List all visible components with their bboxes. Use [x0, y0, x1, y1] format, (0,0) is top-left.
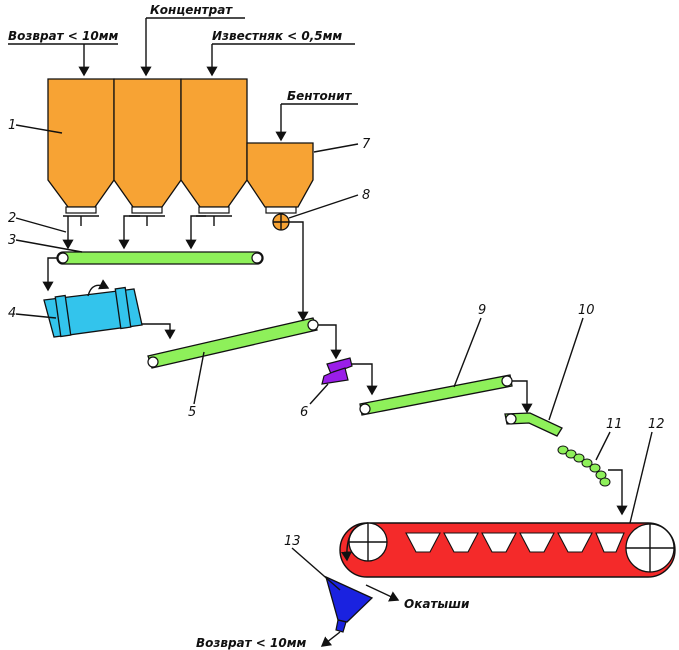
callout-number-6: 6 [300, 405, 308, 420]
roller-1 [557, 445, 569, 455]
arrow-bentonite-to-conveyor5 [289, 221, 309, 322]
arrow-drum-to-conveyor5 [142, 323, 176, 340]
arrow-bunker2-down [118, 215, 140, 250]
crusher [321, 357, 353, 385]
leader-3 [15, 239, 83, 253]
grate-pallet-3 [481, 532, 517, 553]
roller-3 [573, 453, 585, 463]
travelling-grate [339, 522, 676, 578]
distribution-conveyor-10-belt [504, 412, 563, 437]
callout-number-9: 9 [478, 303, 486, 318]
grate-pallet-4 [519, 532, 555, 553]
bentonite-outlet [265, 206, 297, 214]
leader-2 [15, 217, 67, 233]
callout-number-5: 5 [188, 405, 196, 420]
feeder-1 [63, 215, 99, 226]
bunker-3-outlet [198, 206, 230, 214]
arrow-conveyor3-to-drum [42, 257, 57, 292]
feeder-3 [196, 215, 232, 226]
bunker-3 [180, 78, 248, 208]
leader-1 [15, 124, 63, 134]
drum-mixer-band-right [114, 286, 132, 330]
arrow-return-out [320, 631, 341, 647]
roller-screen [557, 445, 611, 487]
leader-9 [453, 317, 482, 388]
crusher-top [326, 357, 353, 375]
output-label-return: Возврат < 10мм [196, 636, 307, 650]
distribution-conveyor-10 [504, 412, 563, 437]
collecting-conveyor-pulley-left [57, 252, 69, 264]
bunker-1-outlet [65, 206, 97, 214]
drum-mixer [43, 279, 143, 338]
grate-pallet-6 [595, 532, 625, 553]
leader-5 [193, 351, 205, 405]
arrow-conveyor9-to-10 [512, 380, 533, 414]
callout-number-8: 8 [362, 188, 370, 203]
bunker-1 [47, 78, 115, 208]
leader-13 [291, 547, 341, 591]
drum-rotation-arrow [87, 279, 110, 297]
leader-7 [313, 143, 359, 153]
output-label-pellets: Окатыши [404, 597, 470, 611]
input-label-concentrate: Концентрат [150, 3, 233, 17]
arrow-grate-discharge [340, 522, 369, 562]
drum-mixer-band-left [54, 294, 72, 338]
conveyor-10-pulley [505, 413, 517, 425]
input-label-bentonite: Бентонит [287, 89, 352, 103]
callout-number-11: 11 [606, 417, 623, 432]
bunker-2 [113, 78, 182, 208]
arrow-conveyor5-to-crusher [318, 324, 342, 360]
conveyor-5-pulley-high [307, 319, 319, 331]
callout-number-12: 12 [648, 417, 665, 432]
callout-number-7: 7 [362, 137, 371, 152]
collecting-conveyor-belt [56, 251, 264, 265]
inclined-conveyor-9-belt [359, 374, 513, 416]
grate-pallet-1 [405, 532, 441, 553]
callout-number-13: 13 [284, 534, 301, 549]
leader-6 [309, 383, 329, 405]
arrow-pellets-out [365, 584, 400, 602]
inclined-conveyor-9 [359, 374, 513, 416]
screen-spout [335, 619, 347, 633]
arrow-bunker3-down [185, 215, 206, 250]
conveyor-9-pulley-high [501, 375, 513, 387]
arrow-screen-to-grate [608, 469, 628, 516]
leader-10 [548, 317, 584, 421]
grate-drum-right-cross [626, 524, 674, 572]
grate-pallet-5 [557, 532, 593, 553]
inclined-conveyor-5-belt [147, 317, 318, 369]
grate-pallet-2 [443, 532, 479, 553]
callout-number-4: 4 [8, 306, 16, 321]
input-label-limestone: Известняк < 0,5мм [212, 29, 342, 43]
bunker-2-outlet [131, 206, 163, 214]
leader-4 [15, 313, 57, 319]
bunker-group [47, 78, 248, 226]
conveyor-5-pulley-low [147, 356, 159, 368]
roller-2 [565, 449, 577, 459]
roller-7 [599, 477, 611, 487]
input-label-return: Возврат < 10мм [8, 29, 119, 43]
bentonite-feeder-cross [273, 214, 289, 230]
crusher-body [321, 367, 349, 385]
callout-number-10: 10 [578, 303, 595, 318]
product-screen [324, 575, 374, 633]
feeder-2 [129, 215, 165, 226]
roller-4 [581, 458, 593, 468]
collecting-conveyor-pulley-right [251, 252, 263, 264]
collecting-conveyor [56, 251, 264, 265]
callout-number-1: 1 [8, 118, 16, 133]
bentonite-bunker [246, 142, 314, 208]
roller-5 [589, 463, 601, 473]
inclined-conveyor-5 [147, 317, 319, 369]
leader-8 [288, 194, 359, 219]
grate-drum-left-cross [349, 523, 387, 561]
callout-number-2: 2 [8, 211, 16, 226]
callout-number-3: 3 [8, 233, 16, 248]
conveyor-9-pulley-low [359, 403, 371, 415]
leader-11 [595, 431, 611, 461]
leader-12 [629, 431, 653, 524]
arrow-crusher-to-conveyor9 [351, 363, 378, 396]
